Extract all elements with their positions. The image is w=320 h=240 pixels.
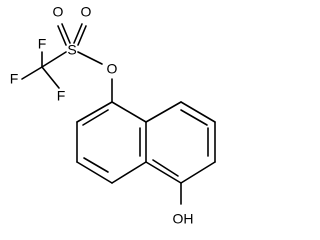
bond-ring1-4	[111, 161, 147, 184]
bond-ring2-2	[180, 101, 216, 123]
bond-c-s	[41, 51, 67, 68]
bond-ring1-double-a	[82, 109, 109, 126]
bond-ring1-6	[111, 101, 147, 123]
bond-s-o-left-1	[57, 25, 67, 46]
bond-ring1-double-b	[83, 157, 109, 173]
structure-canvas: F F F S O O O OH	[9, 3, 216, 227]
atom-label-o-ester: O	[107, 61, 118, 77]
bond-ring1-1	[76, 101, 113, 123]
triflate-bonds	[21, 23, 113, 103]
bond-ring2-5	[145, 161, 182, 184]
bond-ring2-1	[145, 101, 182, 123]
bond-ring2-4	[180, 161, 216, 184]
atom-label-o-top-right: O	[81, 4, 92, 20]
atom-label-oh: OH	[173, 211, 194, 227]
atom-labels: F F F S O O O OH	[10, 4, 194, 227]
bond-s-o-right-2	[77, 25, 87, 46]
atom-label-f-left: F	[10, 71, 19, 87]
atom-label-f-top: F	[38, 36, 47, 52]
atom-label-f-right: F	[57, 88, 66, 104]
chemical-structure-drawing: F F F S O O O OH	[10, 4, 216, 227]
bond-ring2-double-c	[152, 159, 179, 177]
bond-c-f-left	[21, 66, 43, 80]
bond-c-f-right	[41, 66, 60, 89]
bond-ring2-double-a	[180, 109, 208, 126]
bond-s-o-ester	[77, 51, 103, 65]
atom-label-o-top-left: O	[53, 4, 64, 20]
atom-label-s: S	[67, 42, 76, 58]
naphthalene-bonds	[76, 101, 216, 205]
bond-ring1-3	[76, 161, 113, 184]
bond-s-o-left-2	[61, 23, 71, 44]
bond-s-o-right-1	[73, 23, 83, 44]
